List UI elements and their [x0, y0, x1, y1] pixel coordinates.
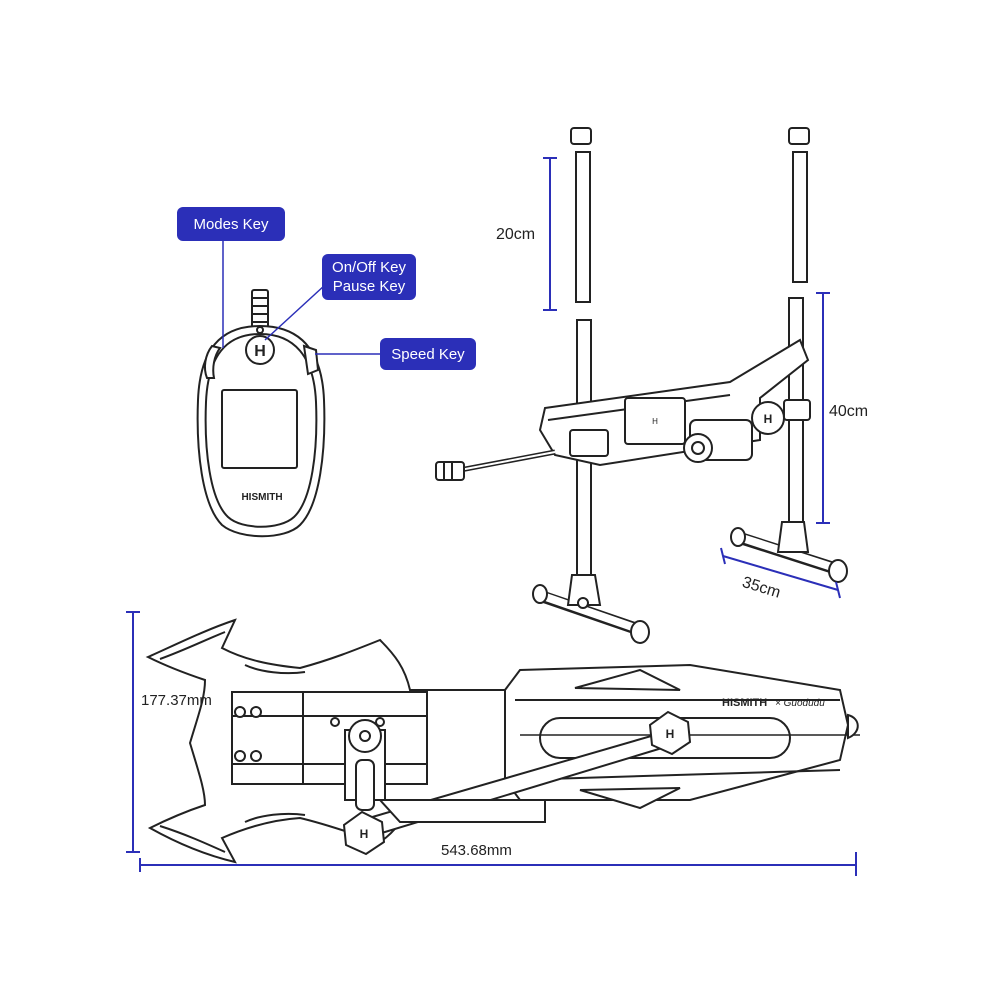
- upper-rod-dimension: 20cm: [496, 226, 536, 243]
- modes-key-button[interactable]: [203, 344, 222, 379]
- lower-rod-dimension: 40cm: [829, 403, 869, 420]
- dim-line-base-width: [722, 555, 839, 591]
- svg-text:H: H: [360, 827, 369, 841]
- machine-height-dimension: 177.37mm: [141, 692, 212, 709]
- speed-key-label: Speed Key: [391, 345, 465, 363]
- remote-screen: [221, 389, 298, 469]
- upper-rod-left: [575, 151, 591, 303]
- stand-dimensions: [543, 157, 841, 599]
- stand-connector: [435, 461, 465, 481]
- upper-rod-left-cap: [570, 127, 592, 145]
- machine-plate: [231, 691, 428, 785]
- speed-key-callout: Speed Key: [380, 338, 476, 370]
- machine-logo-partner: × Guodudu: [775, 698, 825, 709]
- svg-text:H: H: [652, 417, 658, 426]
- machine-dimensions: [126, 611, 857, 876]
- machine-stand: H H: [435, 127, 848, 644]
- machine-logo: HISMITH: [722, 697, 767, 709]
- svg-text:H: H: [764, 412, 773, 426]
- callout-leaders: [222, 240, 380, 355]
- onoff-key-label: On/Off Key: [332, 259, 406, 276]
- svg-text:H: H: [254, 343, 266, 360]
- upper-rod-right: [792, 151, 808, 283]
- onoff-key-button[interactable]: [245, 335, 275, 365]
- remote-cable: [251, 289, 269, 329]
- machine-side-view: HISMITH × Guodudu H H: [145, 618, 860, 864]
- svg-text:H: H: [666, 727, 675, 741]
- machine-knob-upper: [648, 710, 692, 756]
- machine-knob-lower: [342, 810, 386, 856]
- remote-control: H HISMITH: [196, 289, 326, 538]
- pause-key-label: Pause Key: [332, 278, 406, 295]
- onoff-key-callout: On/Off Key Pause Key: [322, 254, 416, 300]
- remote-body-inner: [204, 332, 318, 528]
- stand-control-box: [624, 397, 686, 445]
- speed-key-wheel[interactable]: [302, 344, 320, 376]
- modes-key-label: Modes Key: [193, 215, 269, 233]
- upper-rod-right-cap: [788, 127, 810, 145]
- machine-length-dimension: 543.68mm: [441, 842, 512, 859]
- modes-key-callout: Modes Key: [177, 207, 285, 241]
- remote-logo: HISMITH: [241, 492, 282, 503]
